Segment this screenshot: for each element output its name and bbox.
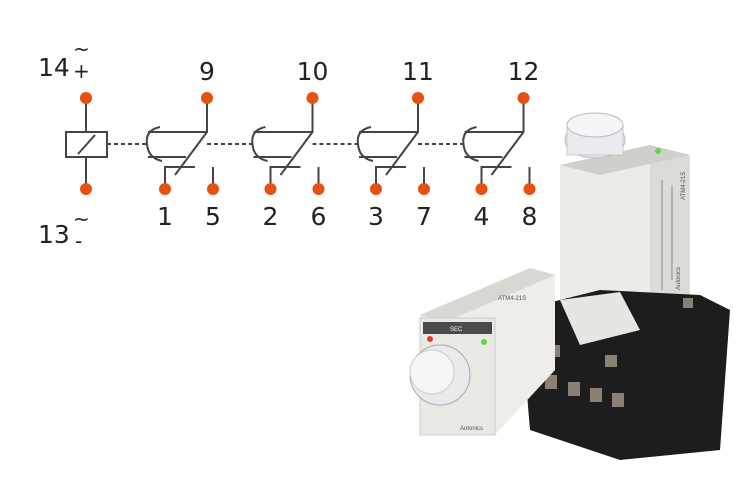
terminal-10-label: 10 bbox=[297, 57, 329, 86]
contact-arc bbox=[251, 126, 268, 162]
terminal-5-dot bbox=[207, 183, 219, 195]
terminal-4-dot bbox=[475, 183, 488, 195]
terminal-11-dot bbox=[412, 92, 424, 104]
terminal-6-dot bbox=[312, 183, 325, 195]
contact-group-3 bbox=[356, 98, 463, 189]
model-text-lying: ATM4-21S bbox=[498, 296, 526, 302]
terminal-3-label: 3 bbox=[368, 202, 384, 231]
sec-unit-label: SEC bbox=[450, 327, 463, 333]
terminal-8-dot bbox=[523, 183, 536, 195]
terminal-3-dot bbox=[370, 183, 382, 195]
brand-text-lying: Autonics bbox=[460, 426, 483, 432]
nc-contact-line bbox=[269, 166, 301, 189]
contact-group-4 bbox=[462, 98, 531, 189]
power-led bbox=[655, 148, 661, 154]
contact-lever bbox=[279, 98, 314, 176]
terminal-13-dot bbox=[80, 183, 92, 195]
ac-symbol-bottom: ~ bbox=[73, 207, 90, 231]
terminal-14-dot bbox=[80, 92, 92, 104]
contact-lever bbox=[385, 98, 419, 176]
terminal-5-label: 5 bbox=[205, 202, 221, 231]
contact-lever bbox=[490, 98, 525, 176]
terminal-14-label: 14 bbox=[38, 53, 70, 82]
terminal-9-label: 9 bbox=[199, 57, 215, 86]
terminal-12-dot bbox=[517, 92, 530, 104]
standing-timer-relay: Autonics ATM4-21S bbox=[560, 112, 690, 330]
contact-arc bbox=[145, 126, 163, 162]
coil-symbol bbox=[65, 98, 147, 189]
terminal-1-dot bbox=[159, 183, 171, 195]
minus-symbol: - bbox=[75, 229, 82, 253]
plus-symbol: + bbox=[73, 59, 90, 83]
nc-contact-line bbox=[164, 166, 195, 189]
terminal-9-dot bbox=[201, 92, 213, 104]
contact-lever bbox=[174, 98, 208, 176]
terminal-1-label: 1 bbox=[157, 202, 173, 231]
terminal-12-label: 12 bbox=[508, 57, 540, 86]
power-led-2 bbox=[481, 339, 487, 345]
terminal-10-dot bbox=[306, 92, 319, 104]
model-text-standing: ATM4-21S bbox=[681, 172, 687, 200]
terminal-7-label: 7 bbox=[416, 202, 432, 231]
terminal-7-dot bbox=[418, 183, 430, 195]
ac-symbol-top: ~ bbox=[73, 37, 90, 61]
terminal-8-label: 8 bbox=[522, 202, 538, 231]
terminal-2-dot bbox=[264, 183, 277, 195]
nc-contact-line bbox=[375, 166, 406, 189]
lying-timer-relay: SEC Autonics ATM4-21S bbox=[409, 268, 555, 436]
out-led bbox=[427, 336, 433, 342]
terminal-6-label: 6 bbox=[311, 202, 327, 231]
contact-group-1 bbox=[145, 98, 252, 189]
contact-arc bbox=[462, 126, 479, 162]
contact-arc bbox=[356, 126, 374, 162]
terminal-13-label: 13 bbox=[38, 220, 70, 249]
terminal-11-label: 11 bbox=[402, 57, 434, 86]
brand-text-standing: Autonics bbox=[676, 267, 682, 290]
terminal-4-label: 4 bbox=[474, 202, 490, 231]
terminal-2-label: 2 bbox=[263, 202, 279, 231]
nc-contact-line bbox=[480, 166, 512, 189]
